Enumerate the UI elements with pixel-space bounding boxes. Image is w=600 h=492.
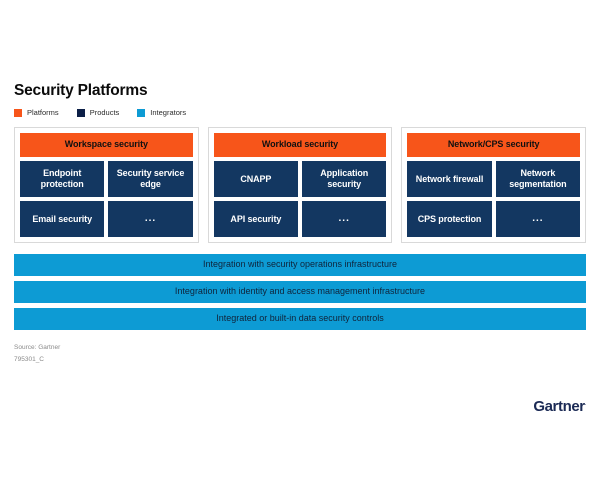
cell-network-segmentation: Network segmentation [495,160,581,197]
footer-source: Source: Gartner [14,343,61,351]
platform-columns: Workspace security Endpoint protection S… [14,127,587,243]
legend-item-platforms: Platforms [14,108,59,118]
legend-swatch-platforms [14,109,22,118]
diagram-body: Security Platforms Platforms Products In… [14,82,587,367]
legend-label-products: Products [89,108,120,118]
bar-identity-access-management-integration: Integration with identity and access man… [14,280,586,303]
column-card-workload-security: Workload security CNAPP Application secu… [207,127,393,243]
cell-email-security: Email security [20,200,105,237]
cell-more-ellipsis: ... [108,200,193,237]
gartner-logo: Gartner. [533,399,586,414]
cell-more-ellipsis: ... [302,200,387,237]
column-header-workload-security: Workload security [213,133,387,157]
cell-network-firewall: Network firewall [407,160,492,197]
cell-api-security: API security [213,200,299,237]
column-card-workspace-security: Workspace security Endpoint protection S… [14,127,199,243]
cell-row: Network firewall Network segmentation [407,160,581,197]
bar-data-security-controls: Integrated or built-in data security con… [14,307,586,330]
legend-label-integrators: Integrators [150,108,187,118]
legend-swatch-products [76,109,85,118]
cell-cnapp: CNAPP [213,160,299,197]
integration-bars: Integration with security operations inf… [14,253,586,330]
cell-row: Endpoint protection Security service edg… [20,160,193,197]
cell-endpoint-protection: Endpoint protection [20,160,105,197]
cell-security-service-edge: Security service edge [108,160,193,197]
cell-application-security: Application security [302,160,387,197]
cell-row: Email security ... [20,200,193,237]
legend-item-products: Products [76,108,120,118]
column-header-network-cps-security: Network/CPS security [407,133,581,157]
legend-label-platforms: Platforms [27,108,59,118]
gartner-logo-mark: . [584,401,587,407]
cell-cps-protection: CPS protection [407,200,492,237]
cell-row: CNAPP Application security [213,160,387,197]
cell-row: API security ... [213,200,387,237]
gartner-logo-text: Gartner [533,398,585,415]
legend-item-integrators: Integrators [137,108,187,118]
bar-security-operations-integration: Integration with security operations inf… [14,253,586,276]
page-title: Security Platforms [14,82,148,99]
column-card-network-cps-security: Network/CPS security Network firewall Ne… [401,127,587,243]
legend-swatch-integrators [137,109,146,118]
footer: Source: Gartner 795301_C [14,342,586,367]
column-header-workspace-security: Workspace security [20,133,193,157]
footer-chart-id: 795301_C [14,355,44,363]
legend: Platforms Products Integrators [14,108,586,118]
cell-more-ellipsis: ... [495,200,581,237]
cell-row: CPS protection ... [407,200,581,237]
